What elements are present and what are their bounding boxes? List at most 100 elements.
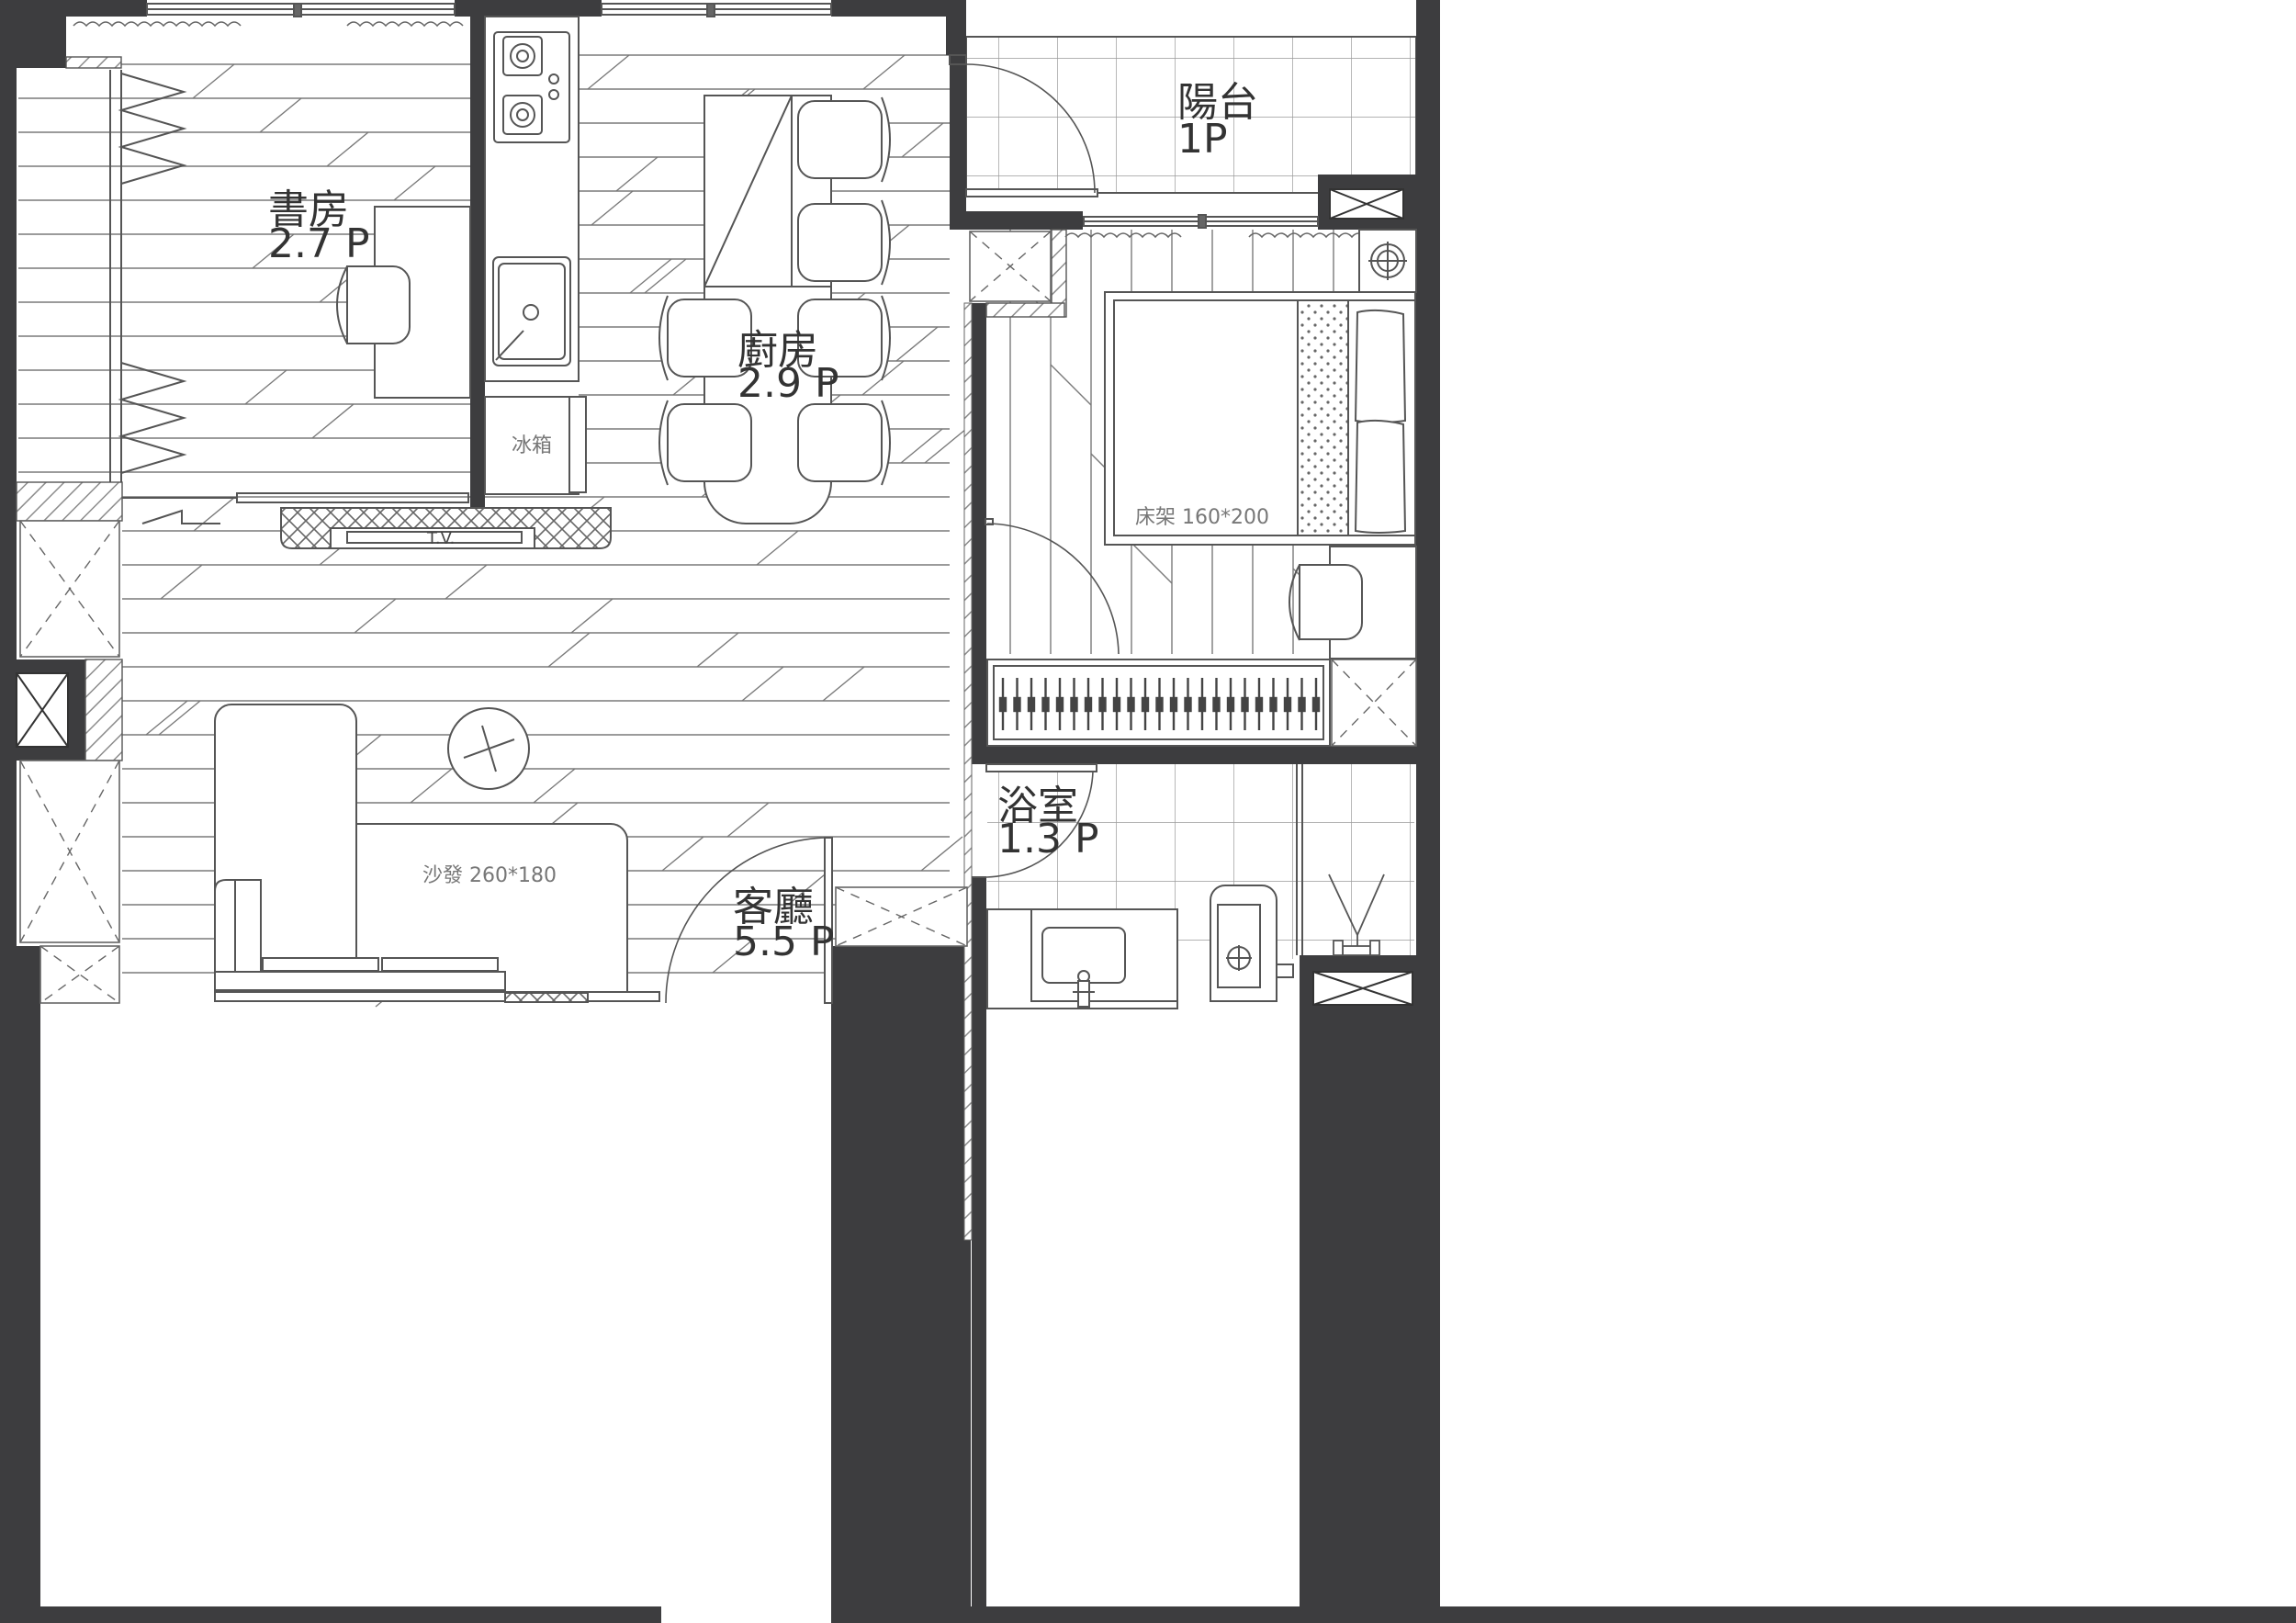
bathroom-name: 浴室 bbox=[997, 783, 1078, 829]
dining-chair bbox=[797, 295, 891, 381]
hanger-hook bbox=[998, 696, 1007, 713]
floor-line bbox=[726, 802, 770, 838]
storage-diagonals bbox=[19, 231, 1417, 1004]
hanger-hook bbox=[1027, 696, 1036, 713]
hanger-hook bbox=[1169, 696, 1178, 713]
floor-line bbox=[193, 496, 236, 532]
hanger-hook bbox=[1013, 696, 1021, 713]
coffee-table bbox=[447, 707, 530, 790]
fridge-label: 冰箱 bbox=[512, 434, 552, 457]
hanger-hook bbox=[1070, 696, 1078, 713]
tv-label: T.V. bbox=[426, 529, 455, 548]
hanger-hook bbox=[1112, 696, 1121, 713]
floor-line bbox=[900, 428, 943, 464]
hanger-hook bbox=[1098, 696, 1107, 713]
shower-fixture bbox=[1328, 873, 1385, 956]
curtains bbox=[73, 21, 1366, 239]
floor-line bbox=[547, 632, 591, 668]
floor-line bbox=[252, 233, 295, 269]
bedroom-door bbox=[985, 518, 1120, 655]
hanger-hook bbox=[1198, 696, 1207, 713]
floor-line bbox=[696, 632, 739, 668]
hanger-hook bbox=[1226, 696, 1235, 713]
study-floor bbox=[18, 63, 503, 473]
bedroom-desk bbox=[1289, 546, 1417, 659]
floor-line bbox=[756, 530, 799, 566]
floor-line bbox=[445, 564, 488, 600]
hanger-hook bbox=[1241, 696, 1249, 713]
floor-line bbox=[1050, 364, 1092, 406]
balcony-name: 陽台 bbox=[1177, 79, 1258, 126]
study-desk bbox=[336, 206, 471, 399]
floor-line bbox=[410, 768, 453, 804]
balcony-area: 1P bbox=[1177, 116, 1228, 163]
kitchen-name: 廚房 bbox=[737, 327, 818, 374]
floor-line bbox=[895, 326, 939, 362]
column bbox=[16, 481, 123, 522]
hanger-hook bbox=[1298, 696, 1306, 713]
hanger-hook bbox=[1041, 696, 1050, 713]
floor-line bbox=[862, 54, 906, 90]
room-labels: 書房 2.7 P 廚房 2.9 P 陽台 1P 客廳 5.5 P 浴室 1.3 … bbox=[268, 79, 1258, 965]
floor-line bbox=[615, 156, 658, 192]
floor-line bbox=[644, 258, 687, 294]
study-sliding-door bbox=[122, 492, 469, 524]
floor-line bbox=[1131, 542, 1173, 584]
sofa-label: 沙發 260*180 bbox=[422, 864, 557, 887]
hanger-hook bbox=[1127, 696, 1135, 713]
column bbox=[84, 659, 123, 761]
fridge: 冰箱 bbox=[484, 396, 587, 495]
column bbox=[65, 56, 122, 69]
dining-chair bbox=[797, 400, 891, 486]
floor-line bbox=[158, 700, 201, 736]
floor-line bbox=[160, 564, 203, 600]
hanger-hook bbox=[1155, 696, 1164, 713]
windows bbox=[146, 3, 1319, 229]
dining-chairs bbox=[658, 96, 891, 486]
floor-line bbox=[326, 131, 369, 167]
living-sofa: 沙發 260*180 bbox=[214, 704, 660, 1002]
bed: 床架 160*200 bbox=[1104, 291, 1416, 546]
bathroom-fixtures bbox=[986, 764, 1303, 1009]
floor-line bbox=[712, 938, 755, 974]
floor-line bbox=[822, 666, 865, 702]
floor-line bbox=[533, 768, 576, 804]
dining-chair bbox=[658, 400, 752, 486]
floor-line bbox=[741, 666, 784, 702]
hanger-hook bbox=[1212, 696, 1221, 713]
floor-line bbox=[259, 97, 302, 133]
study-wardrobe bbox=[109, 70, 187, 482]
bathroom-door bbox=[972, 763, 1097, 878]
dining-chair bbox=[797, 96, 891, 183]
kitchen-counter bbox=[484, 16, 580, 382]
study-name: 書房 bbox=[268, 186, 349, 233]
washer bbox=[1358, 229, 1417, 293]
floor-line bbox=[354, 598, 397, 634]
floor-line bbox=[244, 369, 287, 405]
hanger-hook bbox=[1283, 696, 1292, 713]
floor-line bbox=[192, 63, 235, 99]
utility-shafts bbox=[16, 188, 1413, 1006]
hanger-hook bbox=[1184, 696, 1192, 713]
floor-line bbox=[591, 190, 634, 226]
floor-line bbox=[393, 165, 436, 201]
hanger-hook bbox=[1141, 696, 1150, 713]
floor-line bbox=[920, 836, 963, 872]
bathroom-area: 1.3 P bbox=[997, 816, 1099, 862]
floor-line bbox=[570, 598, 613, 634]
floor-line bbox=[629, 258, 672, 294]
hanger-hook bbox=[1084, 696, 1093, 713]
wall-partition bbox=[963, 302, 973, 1241]
floor-line bbox=[587, 54, 630, 90]
floor-line bbox=[311, 403, 355, 439]
study-area: 2.7 P bbox=[268, 220, 370, 267]
entry-door bbox=[504, 837, 833, 1004]
floor-line bbox=[787, 870, 830, 906]
kitchen-area: 2.9 P bbox=[737, 360, 839, 407]
living-name: 客廳 bbox=[733, 884, 814, 930]
bedroom-wardrobe bbox=[986, 659, 1331, 747]
dining-chair bbox=[797, 199, 891, 286]
tv-cabinet: T.V. bbox=[280, 507, 612, 549]
